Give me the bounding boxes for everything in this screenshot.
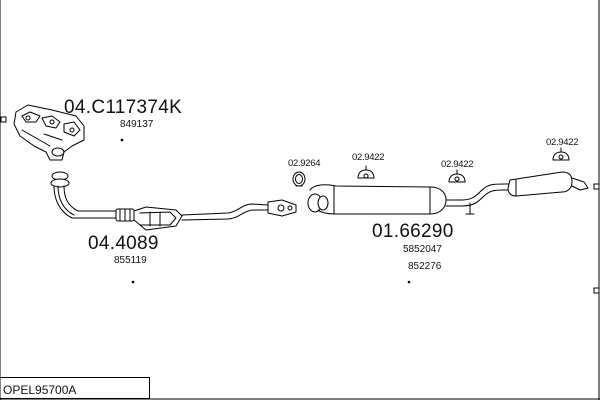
reference-dot bbox=[120, 138, 124, 142]
reference-dot bbox=[131, 280, 135, 284]
frame-marker-left bbox=[0, 116, 7, 123]
front-pipe-oe-number: 855119 bbox=[114, 255, 147, 266]
fitting-part-number: 02.9264 bbox=[288, 158, 321, 169]
rubber-hanger-icon bbox=[448, 169, 466, 183]
rubber-hanger-icon bbox=[357, 165, 375, 179]
fitting-part-number: 02.9422 bbox=[546, 137, 579, 148]
front-pipe-drawing bbox=[50, 171, 297, 231]
front-pipe-part-number: 04.4089 bbox=[88, 233, 159, 254]
model-code: OPEL95700A bbox=[3, 383, 77, 397]
rubber-hanger-icon bbox=[552, 147, 570, 161]
frame-marker-right-lower bbox=[593, 287, 600, 294]
manifold-part-number: 04.C117374K bbox=[64, 97, 183, 118]
manifold-oe-number: 849137 bbox=[120, 119, 154, 130]
reference-dot bbox=[407, 280, 411, 284]
clamp-ring-icon bbox=[292, 171, 306, 187]
middle-silencer-oe-number: 852276 bbox=[408, 261, 442, 272]
fitting-part-number: 02.9422 bbox=[441, 159, 474, 170]
middle-silencer-oe-number: 5852047 bbox=[403, 244, 442, 255]
middle-silencer-part-number: 01.66290 bbox=[372, 221, 454, 242]
exhaust-manifold-drawing bbox=[13, 104, 85, 161]
middle-silencer-drawing bbox=[307, 171, 589, 215]
frame-marker-right bbox=[593, 183, 600, 190]
model-code-box: OPEL95700A bbox=[0, 377, 150, 399]
fitting-part-number: 02.9422 bbox=[352, 152, 385, 163]
